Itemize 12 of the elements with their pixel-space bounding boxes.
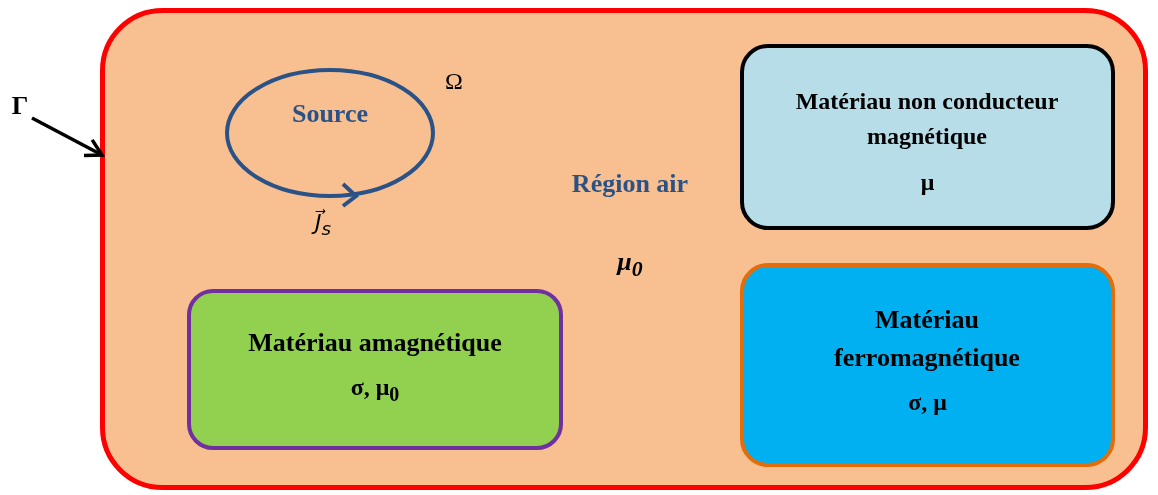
domain-label: Ω bbox=[445, 68, 463, 95]
permeability-label: μ$_{0}$ bbox=[615, 246, 644, 283]
property-label: σ, μ$_{0}$ bbox=[349, 373, 401, 406]
material-label: Matériau amagnétique bbox=[247, 327, 503, 359]
source-label: Source bbox=[290, 98, 370, 130]
region-label: Région air bbox=[570, 168, 690, 200]
material-label: Matériau ferromagnétique bbox=[833, 304, 1021, 374]
property-label: σ, μ bbox=[907, 388, 948, 417]
material-label: Matériau non conducteur magnétique bbox=[794, 87, 1060, 151]
boundary-label: Γ bbox=[10, 90, 30, 122]
permeability-label: μ bbox=[919, 168, 936, 197]
arrow bbox=[31, 116, 104, 158]
